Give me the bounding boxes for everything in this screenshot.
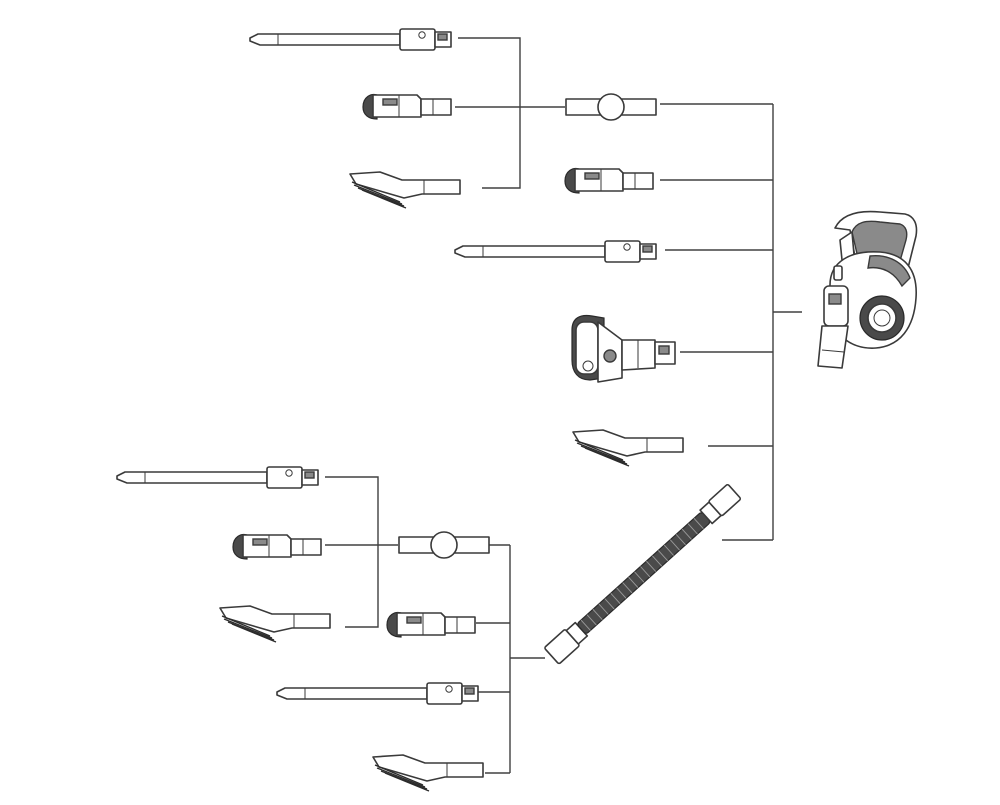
- dusting-brush-top: [362, 93, 452, 120]
- wide-brush-top: [349, 171, 461, 209]
- flexible-extension-hose: [544, 484, 742, 665]
- y-adapter-top: [565, 93, 657, 121]
- crevice-tool-lower: [276, 682, 479, 705]
- dusting-brush-lower-left: [232, 533, 322, 560]
- connector-lines-lower: [325, 476, 545, 774]
- crevice-tool-lower-left: [116, 466, 319, 489]
- wide-brush-mid: [572, 429, 684, 467]
- y-adapter-bottom: [398, 531, 490, 559]
- handheld-vacuum-main-unit: [817, 210, 918, 369]
- wide-brush-lower-left: [219, 605, 331, 643]
- dusting-brush-lower: [386, 611, 476, 638]
- connector-lines-upper: [455, 37, 802, 541]
- wide-brush-lower: [372, 754, 484, 792]
- motorized-mini-brush: [571, 314, 676, 383]
- crevice-tool-top: [249, 28, 452, 51]
- crevice-tool-mid: [454, 240, 657, 263]
- dusting-brush-mid: [564, 167, 654, 194]
